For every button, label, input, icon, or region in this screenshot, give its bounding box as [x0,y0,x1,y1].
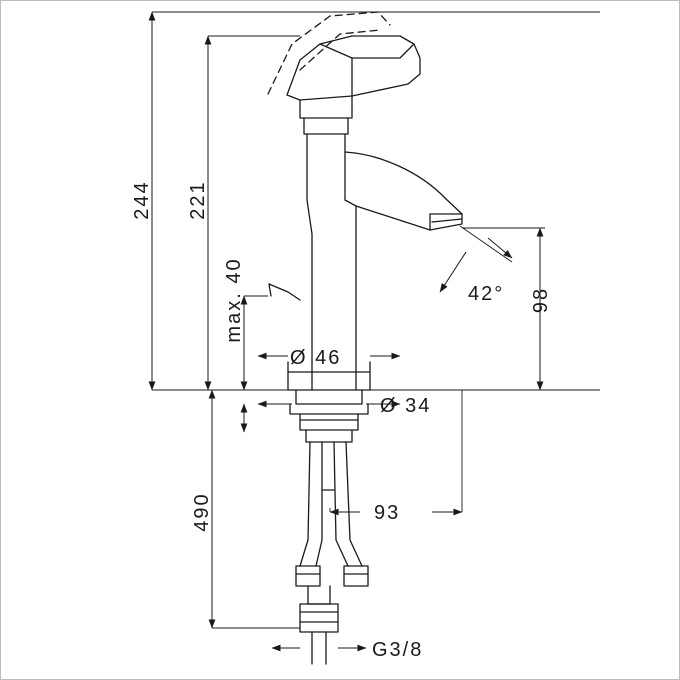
label-max-deck-thickness: max. 40 [223,257,245,342]
label-hose-length: 490 [191,492,213,531]
connector-nut-left [295,565,321,587]
deck-washer [289,403,369,415]
label-spout-projection: 93 [374,502,400,524]
label-connection-thread: G3/8 [372,639,423,661]
handle-seam [319,43,415,59]
shank-top [295,389,363,405]
hose-left [299,441,311,567]
label-spout-angle: 42° [468,283,504,305]
hose-right [345,441,363,567]
dimension-lines-group [148,11,600,652]
spout [344,151,463,231]
faucet-body-group [267,11,463,665]
handle-neck [299,95,353,119]
lower-stem [307,585,331,605]
spout-aerator-line [431,218,463,223]
dim-leader-42-left [439,251,467,293]
label-base-diameter: Ø 46 [290,347,341,369]
thread-body [299,603,339,633]
label-spout-height-top: 221 [187,180,209,219]
body-right-edge [344,133,357,391]
label-shank-diameter: Ø 34 [380,395,431,417]
connector-nut-right [343,565,369,587]
lever-handle [286,35,421,101]
label-spout-outlet-height: 98 [530,287,552,313]
popup-lift-rod [268,283,301,301]
hose-left-inner [315,441,323,567]
label-overall-height: 244 [131,180,153,219]
shank-lower [305,429,353,443]
popup-rod-knob [268,283,272,297]
dim-leader-42-right [487,237,513,259]
hose-right-inner [333,441,349,567]
handle-raised-dashed [267,11,391,95]
ext-line-42 [459,225,513,263]
body-left-edge [306,133,313,391]
shank-nut [299,413,359,431]
cartridge-collar [303,117,349,135]
